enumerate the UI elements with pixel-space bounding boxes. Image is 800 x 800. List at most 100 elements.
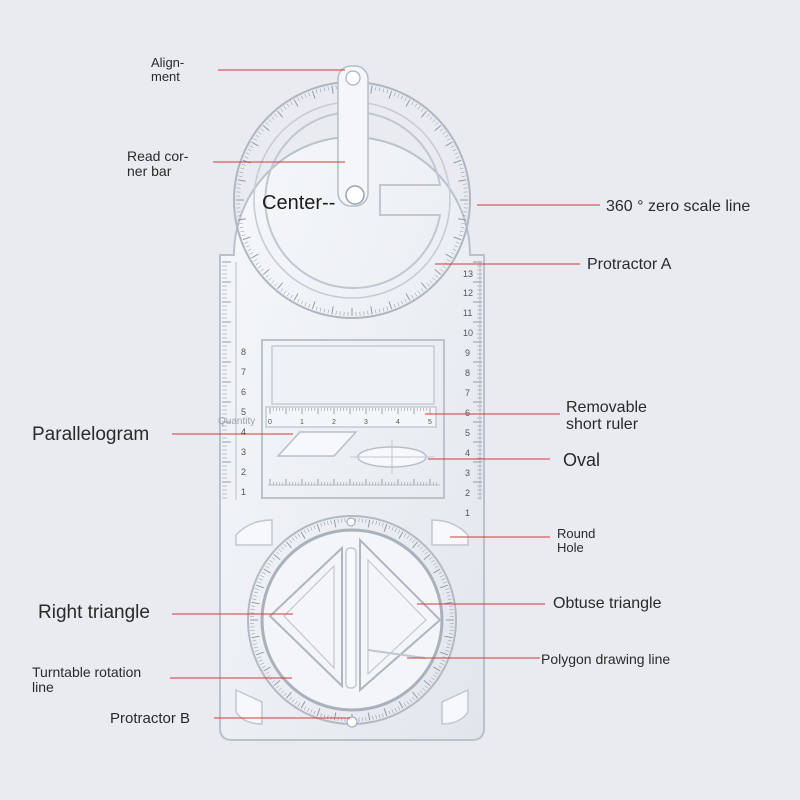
scale-tick: [458, 218, 467, 221]
label-read-corner-bar: Read cor- ner bar: [127, 148, 189, 179]
scale-tick: [453, 236, 462, 241]
scale-tick: [452, 148, 457, 152]
scale-tick: [439, 662, 444, 665]
scale-tick: [297, 702, 301, 707]
scale-tick: [290, 101, 293, 106]
scale-tick: [277, 110, 283, 118]
scale-tick: [249, 252, 254, 255]
scale-tick: [461, 175, 466, 177]
scale-tick: [433, 562, 437, 566]
scale-tick: [316, 523, 321, 532]
scale-tick: [452, 248, 457, 252]
scale-tick: [419, 690, 424, 694]
scale-tick: [412, 541, 418, 549]
scale-tick: [450, 252, 455, 255]
scale-tick: [378, 714, 381, 719]
scale-tick: [283, 106, 287, 110]
right-triangle-shape: [268, 545, 343, 689]
scale-tick: [251, 601, 260, 605]
scale-tick: [431, 677, 435, 681]
scale-tick: [404, 298, 407, 303]
scale-tick: [245, 152, 250, 155]
scale-tick: [316, 708, 321, 717]
scale-tick: [271, 557, 275, 560]
scale-tick: [444, 601, 453, 605]
scale-tick: [255, 134, 260, 138]
scale-tick: [300, 95, 304, 100]
scale-tick: [417, 544, 421, 548]
scale-tick: [370, 306, 373, 315]
scale-tick: [267, 674, 271, 678]
scale-tick: [268, 277, 272, 281]
read-corner-bar[interactable]: [337, 65, 369, 207]
scale-tick: [265, 565, 270, 569]
scale-tick: [283, 544, 287, 548]
scale-tick: [414, 292, 418, 297]
scale-tick: [388, 301, 393, 310]
scale-tick: [247, 148, 252, 152]
scale-tick: [455, 241, 460, 244]
parallelogram-shape: [276, 431, 358, 457]
scale-tick: [257, 581, 262, 584]
scale-tick: [280, 108, 284, 112]
ruler-number: 7: [465, 388, 470, 398]
scale-tick: [444, 635, 453, 639]
scale-tick: [405, 293, 411, 301]
scale-tick: [382, 522, 384, 527]
scale-tick: [269, 559, 273, 563]
scale-tick: [308, 92, 311, 97]
scale-tick: [251, 635, 260, 639]
scale-tick: [261, 571, 266, 575]
scale-tick: [308, 303, 311, 308]
scale-tick: [258, 578, 263, 581]
scale-tick: [258, 265, 262, 269]
scale-tick: [286, 103, 290, 108]
scale-tick: [378, 87, 381, 92]
scale-tick: [406, 535, 410, 539]
scale-tick: [242, 236, 251, 241]
scale-tick: [327, 309, 329, 314]
scale-tick: [435, 122, 439, 126]
scale-tick: [239, 171, 244, 174]
scale-tick: [455, 156, 460, 159]
scale-tick: [262, 125, 270, 131]
scale-tick: [400, 300, 404, 305]
scale-tick: [320, 522, 322, 527]
scale-tick: [409, 699, 413, 703]
scale-tick: [434, 269, 442, 275]
scale-tick: [258, 131, 262, 135]
scale-tick: [388, 525, 391, 530]
scale-tick: [303, 529, 307, 534]
scale-tick: [459, 230, 464, 233]
scale-tick: [378, 308, 381, 313]
scale-tick: [310, 526, 313, 531]
scale-tick: [433, 674, 437, 678]
scale-tick: [439, 575, 444, 578]
scale-tick: [333, 712, 337, 721]
scale-tick: [310, 709, 313, 714]
scale-tick: [262, 269, 270, 275]
scale-tick: [252, 640, 257, 642]
protractor-b: [247, 515, 457, 728]
scale-tick: [238, 223, 243, 225]
scale-tick: [258, 659, 263, 662]
scale-tick: [403, 702, 407, 707]
scale-tick: [403, 533, 407, 538]
scale-tick: [441, 578, 446, 581]
scale-tick: [283, 692, 287, 696]
ruler-number: 8: [241, 347, 246, 357]
label-zero-scale-line: 360 ° zero scale line: [606, 198, 751, 215]
scale-tick: [263, 568, 271, 574]
removable-short-ruler[interactable]: [265, 406, 437, 428]
scale-tick: [289, 539, 292, 543]
scale-tick: [434, 125, 442, 131]
scale-tick: [297, 97, 300, 102]
scale-tick: [446, 259, 451, 262]
ruler-number: 4: [241, 427, 246, 437]
scale-tick: [323, 87, 326, 92]
turntable-pivot: [346, 517, 356, 527]
scale-tick: [311, 90, 316, 99]
scale-tick: [300, 531, 306, 539]
scale-tick: [386, 306, 389, 311]
scale-tick: [330, 520, 332, 525]
